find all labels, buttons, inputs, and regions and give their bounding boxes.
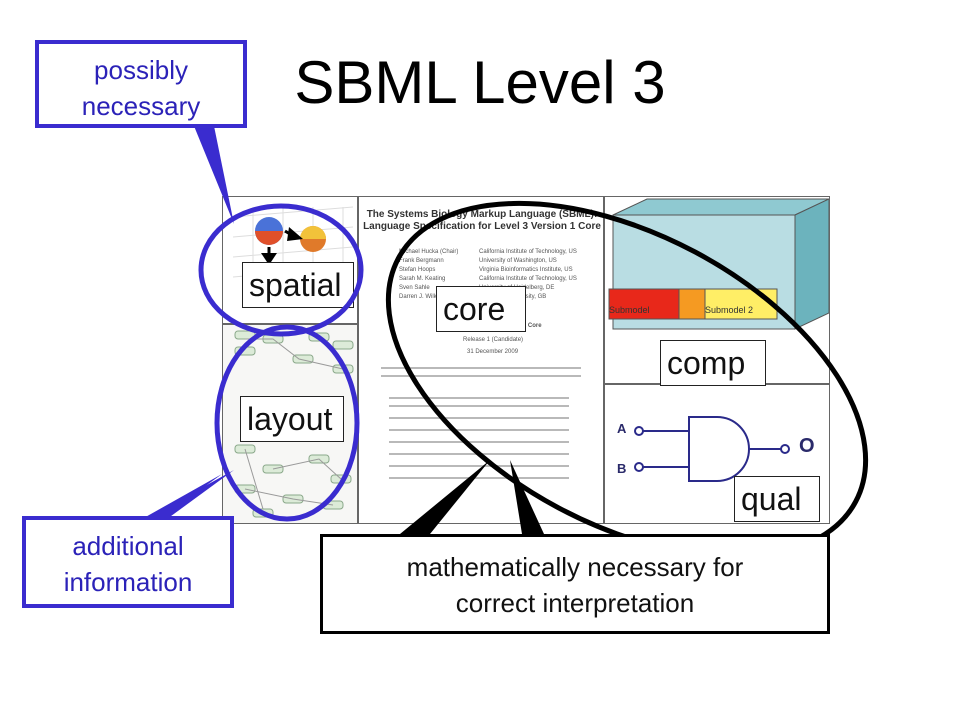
submodel-2-label: Submodel 2 xyxy=(705,305,754,315)
doc-affil: University of Washington, US xyxy=(479,258,557,264)
gate-input-a: A xyxy=(617,421,627,436)
gate-input-b: B xyxy=(617,461,627,476)
core-label: core xyxy=(436,286,526,332)
slide-title: SBML Level 3 xyxy=(294,49,666,116)
submodel-1-label: Submodel xyxy=(609,305,650,315)
callout-main-line2: correct interpretation xyxy=(455,588,695,618)
core-doc-title-2: Language Specification for Level 3 Versi… xyxy=(363,221,601,232)
callout-bottom-line1: additional xyxy=(72,531,184,561)
spatial-label: spatial xyxy=(242,262,354,308)
doc-author: Stefan Hoops xyxy=(399,267,436,273)
doc-author: Sven Sahle xyxy=(399,285,430,291)
doc-release: Release 1 (Candidate) xyxy=(463,337,524,343)
doc-affil: Virginia Bioinformatics Institute, US xyxy=(479,267,573,273)
core-panel: The Systems Biology Markup Language (SBM… xyxy=(358,196,604,524)
doc-author: Frank Bergmann xyxy=(399,258,444,264)
gate-output-o: O xyxy=(799,435,815,457)
doc-date: 31 December 2009 xyxy=(467,349,519,355)
doc-author: Michael Hucka (Chair) xyxy=(399,249,459,255)
doc-affil: California Institute of Technology, US xyxy=(479,249,577,255)
layout-label: layout xyxy=(240,396,344,442)
possibly-necessary-callout: possibly necessary xyxy=(35,40,247,128)
callout-top-line1: possibly xyxy=(94,55,188,85)
qual-label: qual xyxy=(734,476,820,522)
core-doc-title-1: The Systems Biology Markup Language (SBM… xyxy=(366,209,598,220)
additional-information-callout: additional information xyxy=(22,516,234,608)
mathematically-necessary-callout: mathematically necessary for correct int… xyxy=(320,534,830,634)
callout-main-line1: mathematically necessary for xyxy=(406,552,744,582)
callout-bottom-line2: information xyxy=(63,567,193,597)
callout-top-line2: necessary xyxy=(81,91,201,121)
doc-affil: California Institute of Technology, US xyxy=(479,276,577,282)
comp-label: comp xyxy=(660,340,766,386)
doc-author: Sarah M. Keating xyxy=(399,276,446,282)
